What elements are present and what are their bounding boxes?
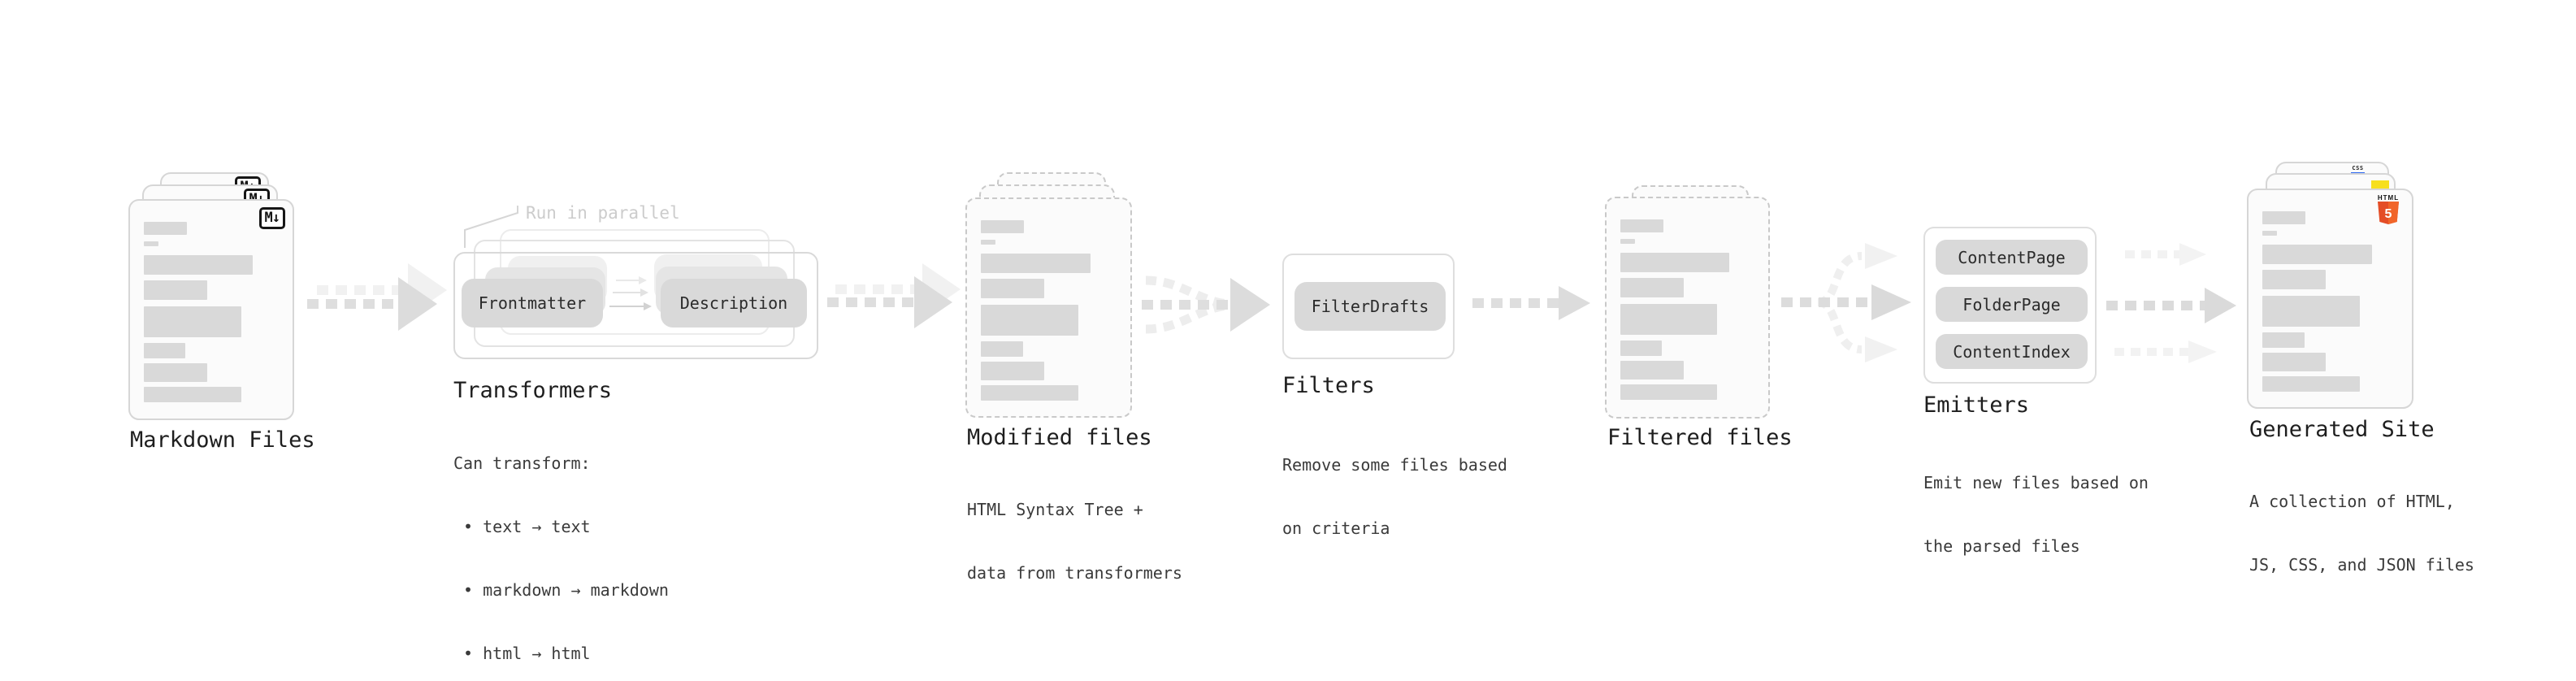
flow-arrow-filtered-to-emitters-split [1781,243,1911,362]
html5-icon: HTML 5 [2376,194,2400,228]
run-in-parallel-note: Run in parallel [526,203,680,223]
filtered-files-label: Filtered files [1607,425,1793,450]
transformer-box-front [453,252,818,359]
flow-arrow-emitter-top [2125,243,2206,266]
modified-files-stack [965,172,1132,419]
transformers-stack: Frontmatter Description [453,229,819,363]
flow-arrow-markdown-to-transformers [307,263,447,331]
generated-site-stack: CSS HTML 5 [2247,161,2413,410]
svg-text:5: 5 [2385,207,2392,221]
generated-site-description: A collection of HTML, JS, CSS, and JSON … [2249,492,2474,575]
frontmatter-pill: Frontmatter [462,279,603,327]
file-content-bars [144,222,279,402]
markdown-files-stack: M↓ M↓ M↓ [128,172,294,420]
contentpage-pill: ContentPage [1936,240,2088,275]
markdown-file-card-front: M↓ [128,199,294,420]
modified-files-description: HTML Syntax Tree + data from transformer… [967,500,1182,583]
run-in-parallel-callout-line [464,206,518,248]
filtered-file-card-front [1605,197,1770,419]
filters-description: Remove some files based on criteria [1282,455,1507,538]
file-content-bars [1620,219,1754,400]
filtered-files-stack [1605,185,1770,419]
html-file-card-front: HTML 5 [2247,189,2413,409]
folderpage-pill: FolderPage [1936,287,2088,322]
flow-arrow-modified-to-filters-merge [1142,275,1270,334]
filters-label: Filters [1282,373,1375,398]
contentindex-pill: ContentIndex [1936,334,2088,369]
filters-box: FilterDrafts [1282,254,1455,359]
transformers-label: Transformers [453,378,613,403]
generated-site-label: Generated Site [2249,417,2435,442]
description-pill: Description [661,279,807,327]
markdown-files-label: Markdown Files [130,427,315,453]
filterdrafts-pill: FilterDrafts [1295,282,1446,331]
emitters-description: Emit new files based on the parsed files [1923,473,2149,556]
transformer-mini-arrows [609,276,652,310]
flow-arrow-emitter-bottom [2114,340,2217,363]
flow-arrow-emitter-middle [2106,288,2236,323]
js-icon [2371,180,2389,189]
modified-file-card-front [965,197,1132,418]
flow-arrow-filters-to-filtered [1472,286,1590,320]
modified-files-label: Modified files [967,425,1152,450]
markdown-icon: M↓ [258,207,285,229]
transformers-description: Can transform: • text → text • markdown … [453,453,669,663]
file-content-bars [2262,211,2398,392]
flow-arrow-transformers-to-modified [827,263,961,328]
emitters-label: Emitters [1923,393,2030,418]
emitters-box: ContentPage FolderPage ContentIndex [1923,227,2097,384]
file-content-bars [981,220,1117,401]
